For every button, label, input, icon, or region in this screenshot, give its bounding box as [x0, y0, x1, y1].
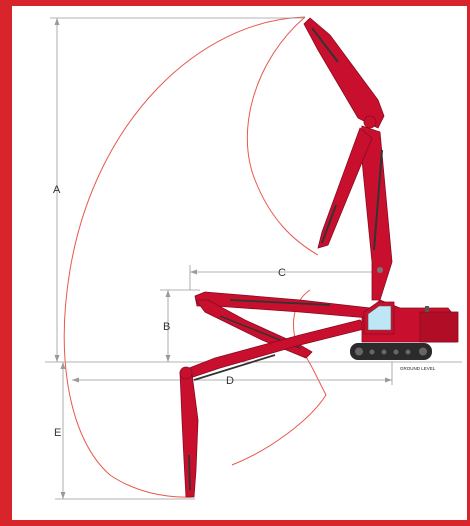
boom-position-high — [303, 17, 393, 301]
ground-level-label: GROUND LEVEL — [400, 366, 436, 371]
dimension-label-d: D — [226, 375, 234, 387]
crawler-tracks — [350, 343, 432, 360]
dimension-lines — [45, 17, 462, 500]
dimension-label-c: C — [278, 267, 286, 279]
excavator-body — [350, 299, 459, 360]
dimension-label-b: B — [163, 321, 170, 333]
dimension-label-a: A — [53, 184, 61, 196]
cab-window — [367, 305, 392, 331]
dimension-label-e: E — [54, 427, 61, 439]
boom-position-low — [179, 319, 369, 498]
working-range-diagram: A B C D E GROUND LEVEL — [45, 16, 462, 500]
diagram-panel: A B C D E GROUND LEVEL — [12, 6, 467, 520]
reach-envelope — [63, 16, 327, 498]
